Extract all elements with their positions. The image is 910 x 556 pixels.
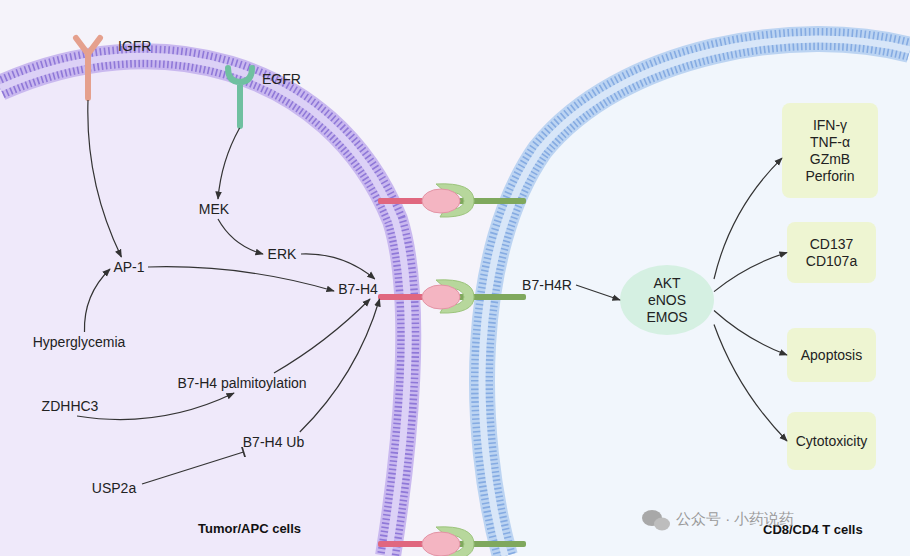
pathway-node: MEK [194,199,234,219]
node-text: IGFR [118,38,151,55]
arrow-connector [714,311,787,356]
node-text: Apoptosis [801,347,862,364]
node-text: B7-H4R [522,277,572,294]
node-text: CD107a [806,253,857,270]
node-text: MEK [199,201,229,218]
cell-interior [0,56,408,556]
enzyme-node: USP2a [86,478,142,498]
membrane-outer [482,39,910,556]
t-cell: CD8/CD4 T cellsB7-H4RAKTeNOSEMOSIFN-γTNF… [460,0,910,556]
node-text: GZmB [810,151,850,168]
arrow-connector [301,254,375,279]
node-text: AP-1 [113,259,144,276]
node-text: B7-H4 Ub [243,434,304,451]
node-text: Cytotoxicity [796,433,868,450]
arrow-connector [714,158,782,279]
wechat-icon [642,510,670,531]
node-text: Perforin [805,168,854,185]
node-text: eNOS [648,292,686,309]
node-text: ERK [268,246,297,263]
cell-interior [482,39,910,556]
effector-box: Apoptosis [787,328,876,382]
arrow-connector [88,100,122,257]
receptor-egfr: EGFR [222,62,310,128]
signaling-ellipse: AKTeNOSEMOS [620,265,714,335]
node-text: CD137 [810,236,854,253]
cell-label: Tumor/APC cells [198,520,301,537]
receptor-node: B7-H4R [518,275,576,295]
icon-bubble [642,510,662,526]
inhibit-connector [142,452,244,484]
arrow-connector [218,128,240,199]
node-text: EMOS [646,309,687,326]
node-text: B7-H4 palmitoylation [177,375,306,392]
effector-box: Cytotoxicity [787,412,876,470]
node-text: Hyperglycemia [33,334,126,351]
membrane-lipids [482,39,910,556]
ligand-receptor-pair [378,184,526,217]
membrane-core [482,39,910,556]
enzyme-node: ZDHHC3 [35,396,105,416]
node-text: IFN-γ [813,117,847,134]
arrow-connector [576,285,620,300]
membrane-outer [0,56,408,556]
ligand-node: B7-H4 [334,279,382,299]
arrow-connector [218,219,263,254]
pathway-node: B7-H4 palmitoylation [162,373,322,393]
arrow-connector [714,325,787,442]
arrow-connector [274,299,370,373]
receptor-shape [228,68,252,126]
pathway-node: Hyperglycemia [24,332,134,352]
node-text: EGFR [262,71,301,88]
node-text: TNF-α [810,134,850,151]
node-text: AKT [653,275,680,292]
arrow-connector [300,299,380,432]
arrow-connector [77,393,234,420]
ellipse-shape [620,265,714,335]
node-text: B7-H4 [338,281,378,298]
pathway-node: ERK [263,244,301,264]
membrane-core [0,56,408,556]
arrow-connector [84,269,110,332]
icon-bubble [654,518,670,531]
ligand-receptor-pair [378,527,526,556]
pathway-node: B7-H4 Ub [236,432,311,452]
effector-box: CD137CD107a [787,222,876,283]
watermark: 公众号 · 小药说药 [676,510,794,529]
arrow-connector [148,267,334,291]
effector-box: IFN-γTNF-αGZmBPerforin [782,103,878,198]
membrane-lipids [0,56,408,556]
node-text: ZDHHC3 [42,398,99,415]
receptor-shape [76,38,100,98]
node-text: USP2a [92,480,136,497]
pathway-node: AP-1 [110,257,148,277]
ligand-receptor-pair [378,280,526,313]
tumor-cell: Tumor/APC cells IGFR EGFR MEK ERK AP-1B7-H4Hy… [0,0,470,556]
receptor-igfr: IGFR [70,32,165,100]
arrow-connector [714,253,787,292]
